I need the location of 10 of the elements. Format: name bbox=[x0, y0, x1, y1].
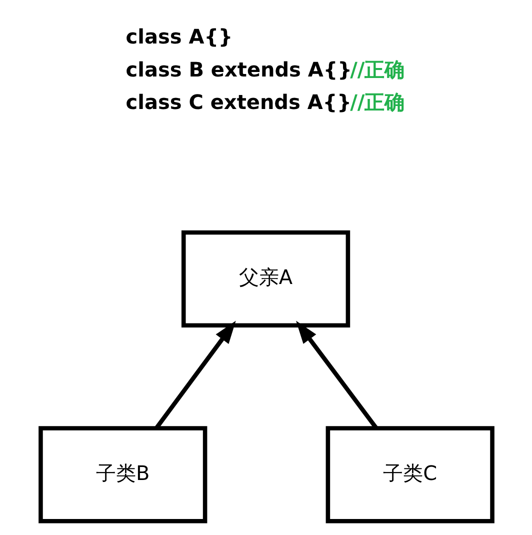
label: class B extends A{} bbox=[125, 57, 352, 82]
label: class A{} bbox=[125, 24, 232, 48]
label: //正确 bbox=[350, 90, 404, 114]
node-box: 子类C bbox=[325, 426, 494, 524]
label: //正确 bbox=[350, 57, 404, 82]
arrow bbox=[154, 320, 236, 430]
node-box: 子类B bbox=[38, 426, 207, 524]
node-box: 父亲A bbox=[180, 230, 350, 328]
label: class C extends A{} bbox=[125, 90, 351, 114]
arrow bbox=[296, 320, 378, 430]
